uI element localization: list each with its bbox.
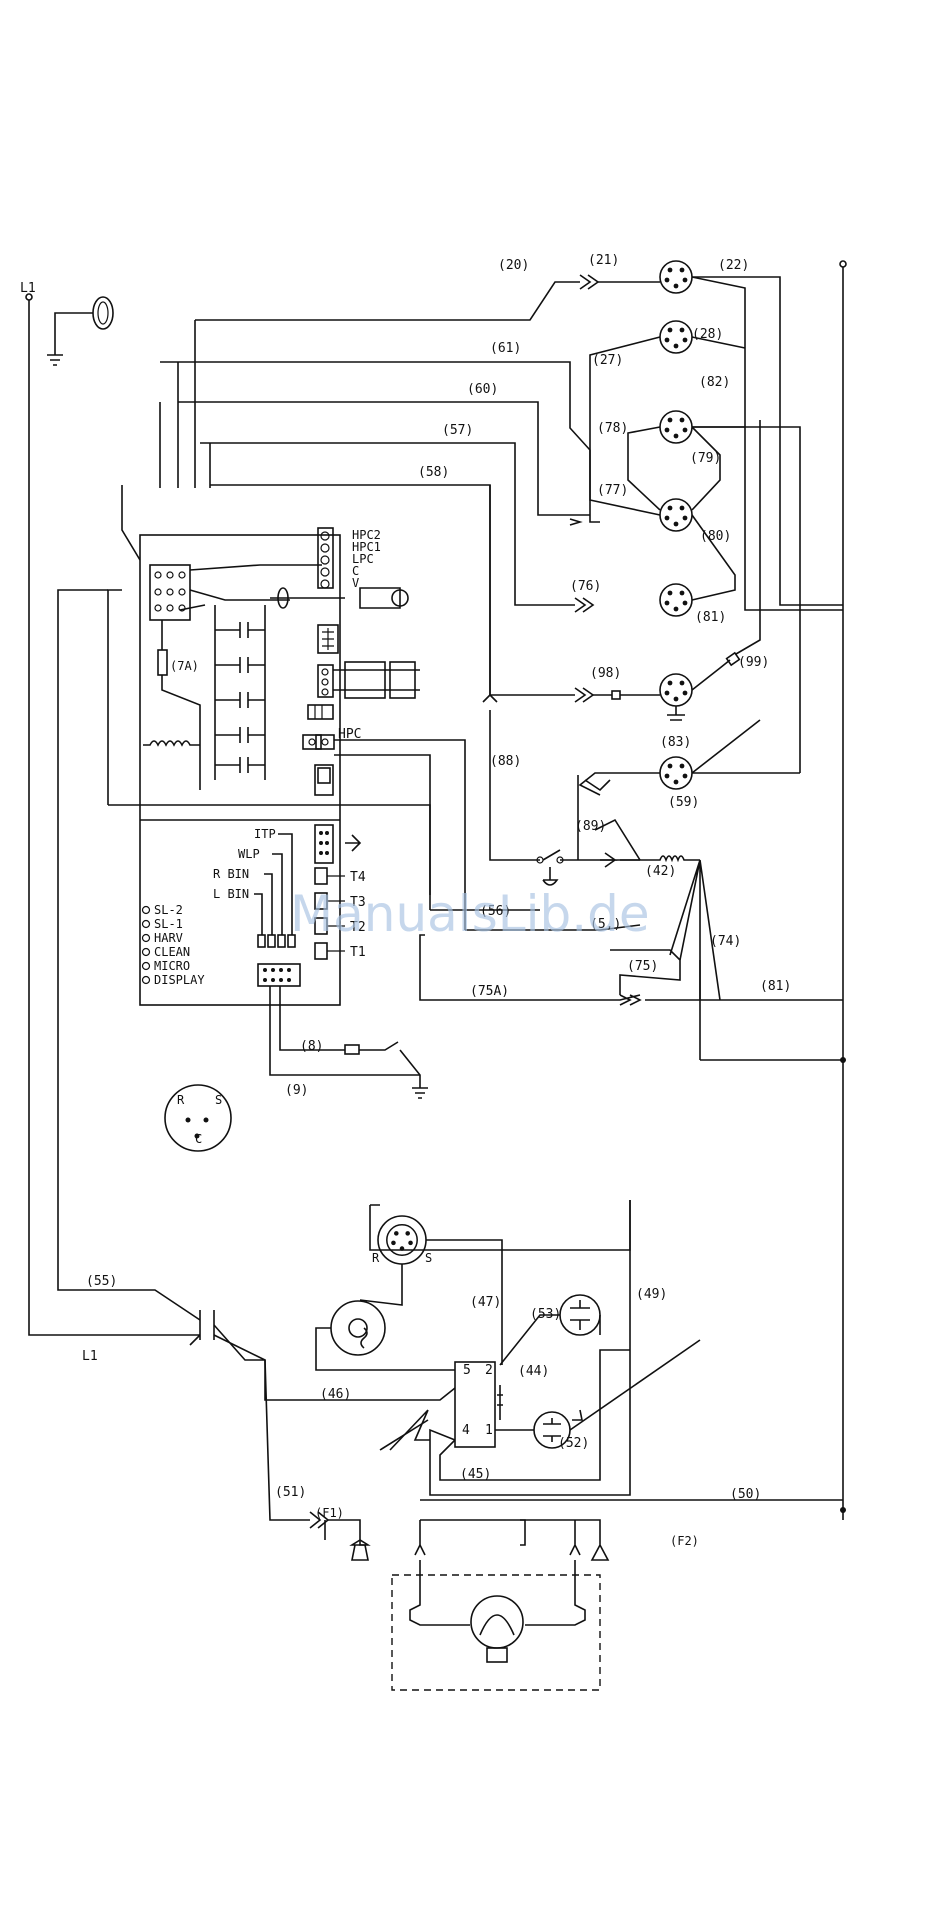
wire-77-label: (77) xyxy=(597,483,628,498)
relay-terminal-1: 1 xyxy=(485,1423,493,1438)
terminal-hpc2: HPC2 xyxy=(352,528,381,542)
compressor-terminals: R S C xyxy=(164,1084,232,1152)
control-board: (7A) HPC2 HPC1 LPC C V HPC xyxy=(107,527,466,1099)
wire-99-label: (99) xyxy=(738,655,769,670)
motor-s: S xyxy=(425,1251,432,1265)
indicator-display: DISPLAY xyxy=(154,973,205,987)
relay-terminal-2: 2 xyxy=(485,1363,493,1378)
wire-79-label: (79) xyxy=(690,451,721,466)
wire-74-label: (74) xyxy=(710,934,741,949)
wire-53-label: (53) xyxy=(530,1307,561,1322)
hpc-label: HPC xyxy=(338,727,361,742)
wire-46-label: (46) xyxy=(320,1387,351,1402)
compressor-r: R xyxy=(177,1093,185,1107)
valve-plug-21 xyxy=(659,260,693,294)
wire-83-label: (83) xyxy=(660,735,691,750)
input-r-bin: R BIN xyxy=(213,867,249,881)
terminal-lpc: LPC xyxy=(352,552,374,566)
wire-76-label: (76) xyxy=(570,579,601,594)
valve-plug-76 xyxy=(659,583,693,617)
wire-75-label: (75) xyxy=(627,959,658,974)
fuse-f2-label: (F2) xyxy=(670,1534,699,1548)
indicator-sl2: SL-2 xyxy=(154,903,183,917)
wire-89-label: (89) xyxy=(575,819,606,834)
wire-8-label: (8) xyxy=(300,1039,323,1054)
wire-5x-label: (5.) xyxy=(590,917,621,932)
wire-47-label: (47) xyxy=(470,1295,501,1310)
fuse-f1-label: (F1) xyxy=(315,1506,344,1520)
wire-61-label: (61) xyxy=(490,341,521,356)
l1-bottom-label: L1 xyxy=(82,1349,98,1364)
input-wlp: WLP xyxy=(238,847,260,861)
indicator-micro: MICRO xyxy=(154,959,190,973)
wire-44-label: (44) xyxy=(518,1364,549,1379)
wire-21-label: (21) xyxy=(588,253,619,268)
wire-28-label: (28) xyxy=(692,327,723,342)
valve-plug-83 xyxy=(659,756,693,790)
wire-55-label: (55) xyxy=(86,1274,117,1289)
mid-harness xyxy=(419,485,843,1061)
input-itp: ITP xyxy=(254,827,276,841)
relay-terminal-4: 4 xyxy=(462,1423,470,1438)
wire-98-label: (98) xyxy=(590,666,621,681)
wire-88-label: (88) xyxy=(490,754,521,769)
wire-7A-label: (7A) xyxy=(170,659,199,673)
l1-top-label: L1 xyxy=(20,281,36,296)
wire-45-label: (45) xyxy=(460,1467,491,1482)
wire-27-label: (27) xyxy=(592,353,623,368)
wire-58-label: (58) xyxy=(418,465,449,480)
wire-50-label: (50) xyxy=(730,1487,761,1502)
terminal-c: C xyxy=(352,564,359,578)
relay-terminal-5: 5 xyxy=(463,1363,471,1378)
indicator-harv: HARV xyxy=(154,931,183,945)
motor-r: R xyxy=(372,1251,380,1265)
valve-plug-78 xyxy=(659,410,693,444)
ground-symbol-top xyxy=(47,296,114,366)
valve-plug-98 xyxy=(659,673,693,707)
valve-plug-28 xyxy=(659,320,693,354)
compressor-s: S xyxy=(215,1093,222,1107)
valve-harness xyxy=(121,274,660,703)
input-l-bin: L BIN xyxy=(213,887,249,901)
wire-20-label: (20) xyxy=(498,258,529,273)
terminal-v: V xyxy=(352,576,359,590)
valve-plug-77 xyxy=(659,498,693,532)
wire-82-label: (82) xyxy=(699,375,730,390)
valve-wires xyxy=(578,276,843,796)
wire-labels: (20) (21) (22) (28) (27) (61) (82) (60) … xyxy=(86,253,791,1548)
l1-line: L1 L1 xyxy=(20,281,200,1364)
thermistor-t3: T3 xyxy=(350,895,366,910)
wire-81b-label: (81) xyxy=(760,979,791,994)
indicator-list: SL-2 SL-1 HARV CLEAN MICRO DISPLAY xyxy=(141,903,205,987)
wire-60-label: (60) xyxy=(467,382,498,397)
wire-56-label: (56) xyxy=(480,904,511,919)
wire-49-label: (49) xyxy=(636,1287,667,1302)
wire-59-label: (59) xyxy=(668,795,699,810)
wire-9-label: (9) xyxy=(285,1083,308,1098)
wire-52-label: (52) xyxy=(558,1436,589,1451)
compressor-c: C xyxy=(195,1132,202,1146)
wire-80-label: (80) xyxy=(700,529,731,544)
l2-rail xyxy=(839,260,847,1520)
thermistor-t1: T1 xyxy=(350,945,366,960)
motor-circuit: R S 5 2 4 1 xyxy=(315,1200,843,1501)
thermistor-t2: T2 xyxy=(350,920,366,935)
indicator-clean: CLEAN xyxy=(154,945,190,959)
indicator-sl1: SL-1 xyxy=(154,917,183,931)
wire-78-label: (78) xyxy=(597,421,628,436)
wire-81a-label: (81) xyxy=(695,610,726,625)
fuse-lamp xyxy=(324,1519,610,1691)
thermistor-t4: T4 xyxy=(350,870,366,885)
wire-51-label: (51) xyxy=(275,1485,306,1500)
wire-75a-label: (75A) xyxy=(470,984,509,999)
wire-42-label: (42) xyxy=(645,864,676,879)
wire-57-label: (57) xyxy=(442,423,473,438)
terminal-hpc1: HPC1 xyxy=(352,540,381,554)
wire-22-label: (22) xyxy=(718,258,749,273)
